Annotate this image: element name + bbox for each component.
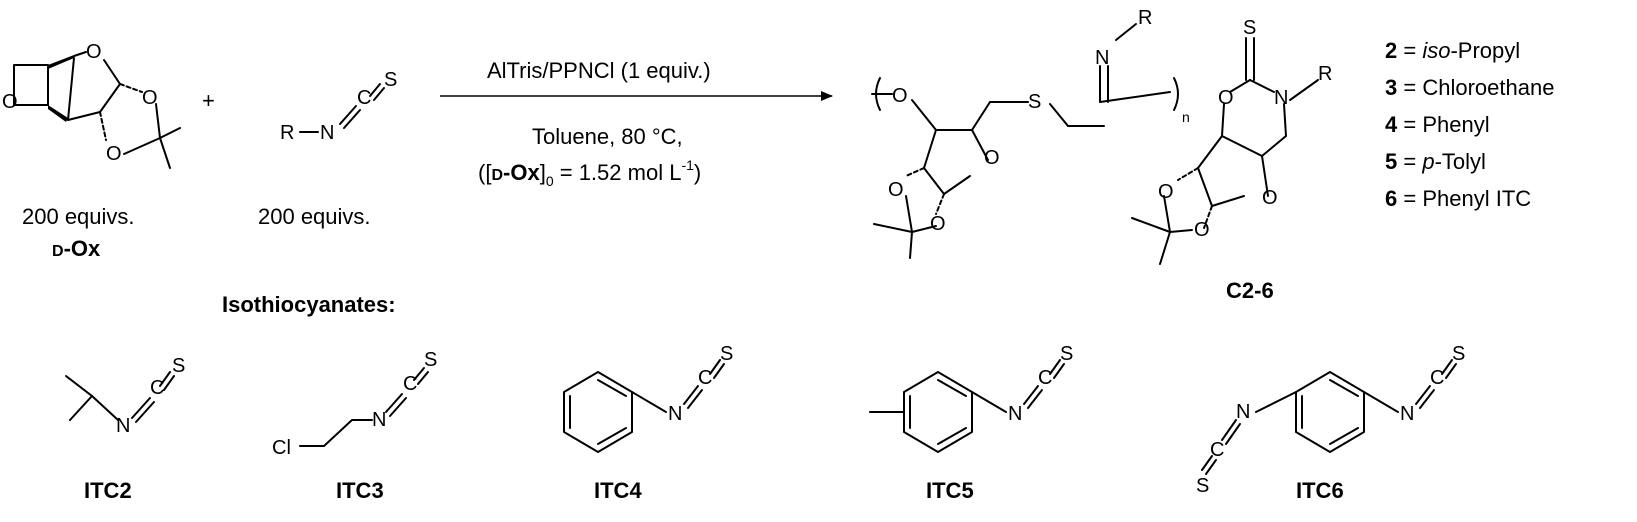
- atom-c: C: [1038, 367, 1052, 389]
- conditions-solvent: Toluene, 80 °C,: [532, 124, 683, 149]
- atom-n: N: [1400, 403, 1414, 425]
- itc4-label: ITC4: [594, 478, 642, 503]
- atom-cl: Cl: [272, 437, 291, 459]
- atom-n: N: [668, 403, 682, 425]
- section-title: Isothiocyanates:: [222, 292, 396, 317]
- atom-n: N: [1095, 47, 1109, 69]
- cyclic-product-structure: S O N R O O O: [1131, 17, 1332, 265]
- d-ox-equiv: 200 equivs.: [22, 204, 135, 229]
- itc2-label: ITC2: [84, 478, 132, 503]
- legend-item: 4 = Phenyl: [1385, 112, 1490, 137]
- polymer-structure: O S N R O O O n: [871, 7, 1190, 259]
- conditions-catalyst: AlTris/PPNCl (1 equiv.): [487, 58, 711, 83]
- atom-n: N: [372, 409, 386, 431]
- itc5-structure: N C S: [869, 343, 1073, 453]
- atom-s: S: [1452, 343, 1465, 365]
- atom-o: O: [86, 41, 102, 63]
- atom-c: C: [1430, 367, 1444, 389]
- legend-item: 6 = Phenyl ITC: [1385, 186, 1531, 211]
- legend-item: 5 = p-Tolyl: [1385, 149, 1486, 174]
- atom-o: O: [106, 143, 122, 165]
- plus-sign: +: [202, 88, 215, 113]
- atom-s: S: [1060, 343, 1073, 365]
- atom-n: N: [1008, 403, 1022, 425]
- atom-c: C: [357, 87, 371, 109]
- r-group-legend: 2 = iso-Propyl 3 = Chloroethane 4 = Phen…: [1385, 38, 1554, 211]
- itc6-label: ITC6: [1296, 478, 1344, 503]
- atom-o: O: [1194, 219, 1210, 241]
- atom-s: S: [384, 69, 397, 91]
- atom-o: O: [892, 85, 908, 107]
- itc4-structure: N C S: [563, 343, 733, 453]
- itc3-structure: Cl N C S: [272, 349, 437, 459]
- atom-r: R: [280, 122, 294, 144]
- atom-n: N: [116, 415, 130, 437]
- atom-s: S: [1243, 17, 1256, 39]
- atom-s: S: [424, 349, 437, 371]
- atom-s: S: [1028, 91, 1041, 113]
- atom-o: O: [1158, 181, 1174, 203]
- atom-c: C: [698, 367, 712, 389]
- atom-c: C: [1210, 439, 1224, 461]
- atom-s: S: [1196, 475, 1209, 497]
- itc2-structure: N C S: [65, 355, 185, 437]
- atom-s: S: [720, 343, 733, 365]
- atom-c: C: [150, 377, 164, 399]
- d-ox-label: D-Ox: [52, 236, 101, 261]
- itc5-label: ITC5: [926, 478, 974, 503]
- cyclic-product-label: C2-6: [1226, 278, 1274, 303]
- legend-item: 3 = Chloroethane: [1385, 75, 1554, 100]
- atom-n: N: [320, 122, 334, 144]
- atom-o: O: [984, 147, 1000, 169]
- atom-r: R: [1138, 7, 1152, 29]
- atom-o: O: [888, 179, 904, 201]
- isothiocyanate-structure: R N C S: [280, 69, 397, 144]
- itc-equiv: 200 equivs.: [258, 204, 371, 229]
- atom-n: N: [1236, 401, 1250, 423]
- atom-c: C: [403, 373, 417, 395]
- atom-o: O: [930, 213, 946, 235]
- atom-o: O: [1218, 87, 1234, 109]
- atom-o: O: [1262, 187, 1278, 209]
- itc6-structure: N C S N C S: [1196, 343, 1465, 497]
- d-ox-structure: O O O O: [2, 41, 181, 169]
- repeat-subscript: n: [1182, 109, 1190, 125]
- atom-s: S: [172, 355, 185, 377]
- atom-o: O: [2, 91, 18, 113]
- atom-o: O: [142, 87, 158, 109]
- atom-r: R: [1318, 63, 1332, 85]
- atom-n: N: [1274, 87, 1288, 109]
- legend-item: 2 = iso-Propyl: [1385, 38, 1520, 63]
- conditions-concentration: ([D-Ox]0 = 1.52 mol L-1): [478, 157, 701, 189]
- itc3-label: ITC3: [336, 478, 384, 503]
